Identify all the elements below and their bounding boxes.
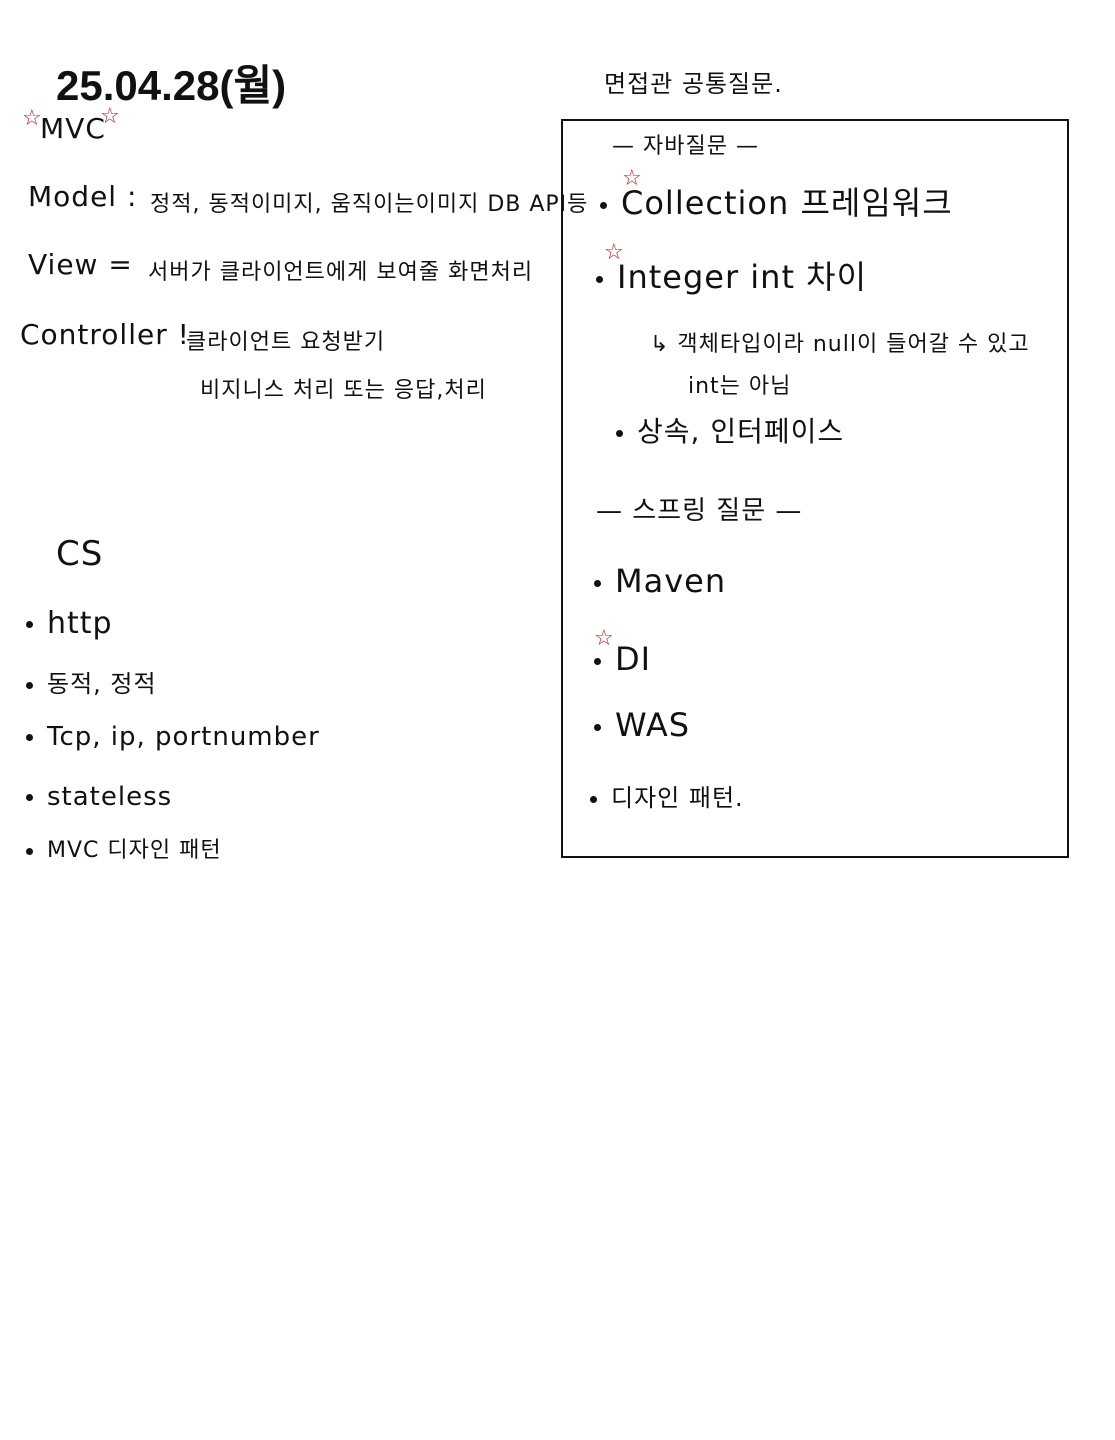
bullet-icon	[594, 657, 601, 665]
list-item: stateless	[26, 782, 172, 812]
integer-note-1: ↳ 객체타입이라 null이 들어갈 수 있고	[650, 332, 1030, 357]
star-icon: ☆	[22, 106, 42, 131]
list-item: DI	[594, 640, 651, 678]
bullet-icon	[594, 723, 601, 731]
star-icon: ☆	[604, 240, 624, 265]
bullet-icon	[596, 275, 603, 283]
list-item: Tcp, ip, portnumber	[26, 722, 320, 752]
spring-heading: — 스프링 질문 —	[596, 496, 803, 526]
list-item: 동적, 정적	[26, 664, 157, 699]
bullet-icon	[594, 579, 601, 587]
java-heading: — 자바질문 —	[612, 134, 759, 159]
interview-questions-box	[561, 119, 1069, 858]
list-item: http	[26, 606, 113, 641]
controller-label: Controller !	[20, 318, 190, 351]
bullet-icon	[26, 681, 33, 689]
controller-text-2: 비지니스 처리 또는 응답,처리	[200, 378, 487, 403]
bullet-icon	[26, 794, 33, 801]
star-icon: ☆	[622, 166, 642, 191]
bullet-icon	[600, 201, 607, 209]
view-label: View =	[28, 248, 133, 281]
bullet-icon	[26, 734, 33, 741]
view-text: 서버가 클라이언트에게 보여줄 화면처리	[148, 260, 534, 285]
list-item: 디자인 패턴.	[590, 778, 744, 813]
page-title: 25.04.28(월)	[56, 62, 287, 109]
star-icon: ☆	[100, 104, 120, 129]
model-label: Model :	[28, 180, 138, 213]
bullet-icon	[616, 429, 623, 437]
list-item: Collection 프레임워크	[600, 178, 953, 224]
star-icon: ☆	[594, 626, 614, 651]
controller-text-1: 클라이언트 요청받기	[186, 330, 386, 355]
model-text: 정적, 동적이미지, 움직이는이미지 DB API등	[150, 192, 589, 217]
cs-heading: CS	[56, 534, 104, 574]
integer-note-2: int는 아님	[688, 374, 792, 399]
list-item: Maven	[594, 562, 726, 600]
bullet-icon	[26, 847, 33, 855]
list-item: Integer int 차이	[596, 252, 867, 298]
right-header: 면접관 공통질문.	[604, 70, 783, 98]
bullet-icon	[590, 795, 597, 803]
bullet-icon	[26, 621, 33, 628]
mvc-heading: MVC	[40, 112, 106, 145]
list-item: MVC 디자인 패턴	[26, 832, 222, 864]
list-item: 상속, 인터페이스	[616, 410, 844, 450]
list-item: WAS	[594, 706, 690, 744]
